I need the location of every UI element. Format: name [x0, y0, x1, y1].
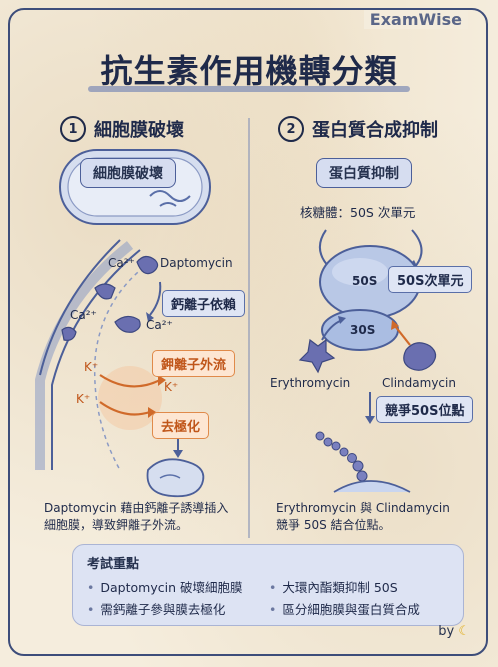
- label-50s: 50S: [352, 274, 378, 288]
- section-2-heading: 2 蛋白質合成抑制: [278, 116, 438, 142]
- label-30s: 30S: [350, 323, 376, 337]
- column-divider: [248, 118, 250, 538]
- k-label-1: K⁺: [84, 360, 99, 374]
- subunit-50s-tag: 50S次單元: [388, 266, 473, 293]
- section-1-title: 細胞膜破壞: [94, 120, 184, 141]
- byline: by ☾: [438, 624, 470, 639]
- potassium-efflux-tag: 鉀離子外流: [152, 350, 236, 377]
- polypeptide-chain-icon: [315, 431, 368, 482]
- arrow-calcium: [149, 281, 162, 316]
- arrow-k-efflux-1: [99, 374, 161, 388]
- left-description-line-2: 細胞膜，導致鉀離子外流。: [44, 518, 189, 532]
- calcium-dependent-tag: 鈣離子依賴: [162, 290, 246, 317]
- cell-membrane-icon: [35, 239, 151, 471]
- key-point-3: 需鈣離子參與膜去極化: [87, 599, 225, 618]
- ca-label-1: Ca²⁺: [108, 256, 135, 270]
- section-2-title: 蛋白質合成抑制: [312, 120, 438, 141]
- ribosome-small-icon: [333, 480, 411, 493]
- daptomycin-molecule-icon: [61, 255, 159, 341]
- byline-text: by: [438, 624, 455, 639]
- lysed-cell-icon: [146, 458, 205, 498]
- right-description-line-1: Erythromycin 與 Clindamycin: [276, 501, 450, 515]
- clindamycin-label: Clindamycin: [382, 376, 456, 390]
- cell-label: 細胞膜破壞: [80, 158, 176, 188]
- card-frame: [8, 8, 488, 656]
- ribosome-caption: 核糖體：50S 次單元: [300, 205, 416, 220]
- clindamycin-molecule-icon: [403, 342, 437, 371]
- erythromycin-molecule-icon: [298, 338, 336, 374]
- arrow-clindamycin: [394, 325, 411, 346]
- arrow-k-efflux-2: [99, 401, 151, 416]
- section-1-number: 1: [60, 116, 86, 142]
- depolarization-tag: 去極化: [152, 412, 210, 439]
- exam-key-points-box: 考試重點 Daptomycin 破壞細胞膜 大環內酯類抑制 50S 需鈣離子參與…: [72, 544, 464, 626]
- key-point-4: 區分細胞膜與蛋白質合成: [269, 599, 420, 618]
- key-point-2: 大環內酯類抑制 50S: [269, 577, 397, 596]
- daptomycin-label: Daptomycin: [160, 256, 233, 270]
- section-1-heading: 1 細胞膜破壞: [60, 116, 184, 142]
- key-point-1: Daptomycin 破壞細胞膜: [87, 577, 242, 596]
- protein-inhibition-label: 蛋白質抑制: [316, 158, 412, 188]
- compete-50s-tag: 競爭50S位點: [376, 396, 474, 423]
- page-title: 抗生素作用機轉分類: [100, 52, 398, 90]
- k-label-3: K⁺: [76, 392, 91, 406]
- right-description-line-2: 競爭 50S 結合位點。: [276, 518, 391, 532]
- ribosome-50s-icon: [319, 245, 421, 319]
- erythromycin-label: Erythromycin: [270, 376, 351, 390]
- ca-label-2: Ca²⁺: [70, 308, 97, 322]
- title-underline: [88, 86, 410, 92]
- exam-key-points-title: 考試重點: [87, 557, 140, 572]
- right-description: Erythromycin 與 Clindamycin 競爭 50S 結合位點。: [276, 500, 450, 534]
- brand-logo: ExamWise: [363, 10, 468, 29]
- left-description-line-1: Daptomycin 藉由鈣離子誘導插入: [44, 501, 229, 515]
- banana-icon: ☾: [458, 624, 470, 639]
- left-description: Daptomycin 藉由鈣離子誘導插入 細胞膜，導致鉀離子外流。: [44, 500, 228, 534]
- ca-label-3: Ca²⁺: [146, 318, 173, 332]
- section-2-number: 2: [278, 116, 304, 142]
- k-label-2: K⁺: [164, 380, 179, 394]
